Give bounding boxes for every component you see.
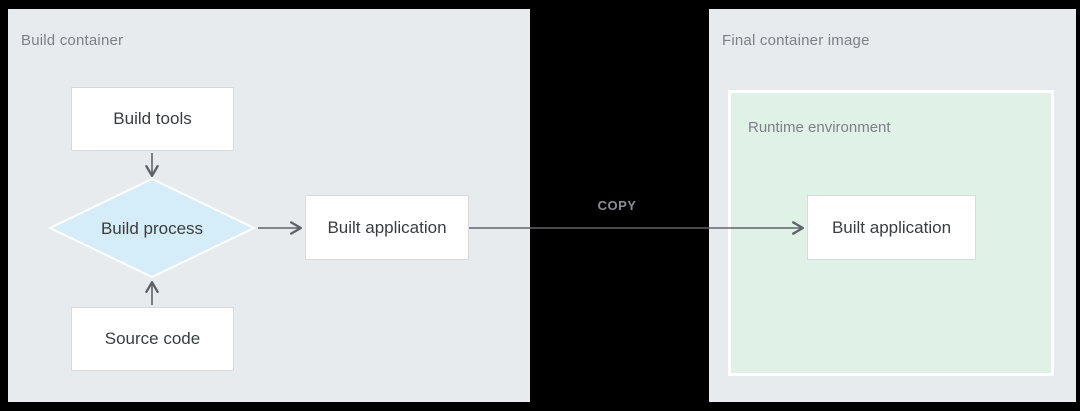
final-container-title: Final container image [722,32,870,49]
node-built-application-final: Built application [807,195,976,260]
runtime-environment-box: Runtime environment [728,90,1054,376]
node-built-application-build: Built application [305,195,469,260]
copy-edge-label: COPY [597,198,637,213]
node-source-code: Source code [71,307,234,371]
node-build-tools: Build tools [71,87,234,151]
runtime-environment-title: Runtime environment [748,119,891,136]
build-container-title: Build container [21,32,124,49]
node-build-process-label: Build process [100,219,204,238]
